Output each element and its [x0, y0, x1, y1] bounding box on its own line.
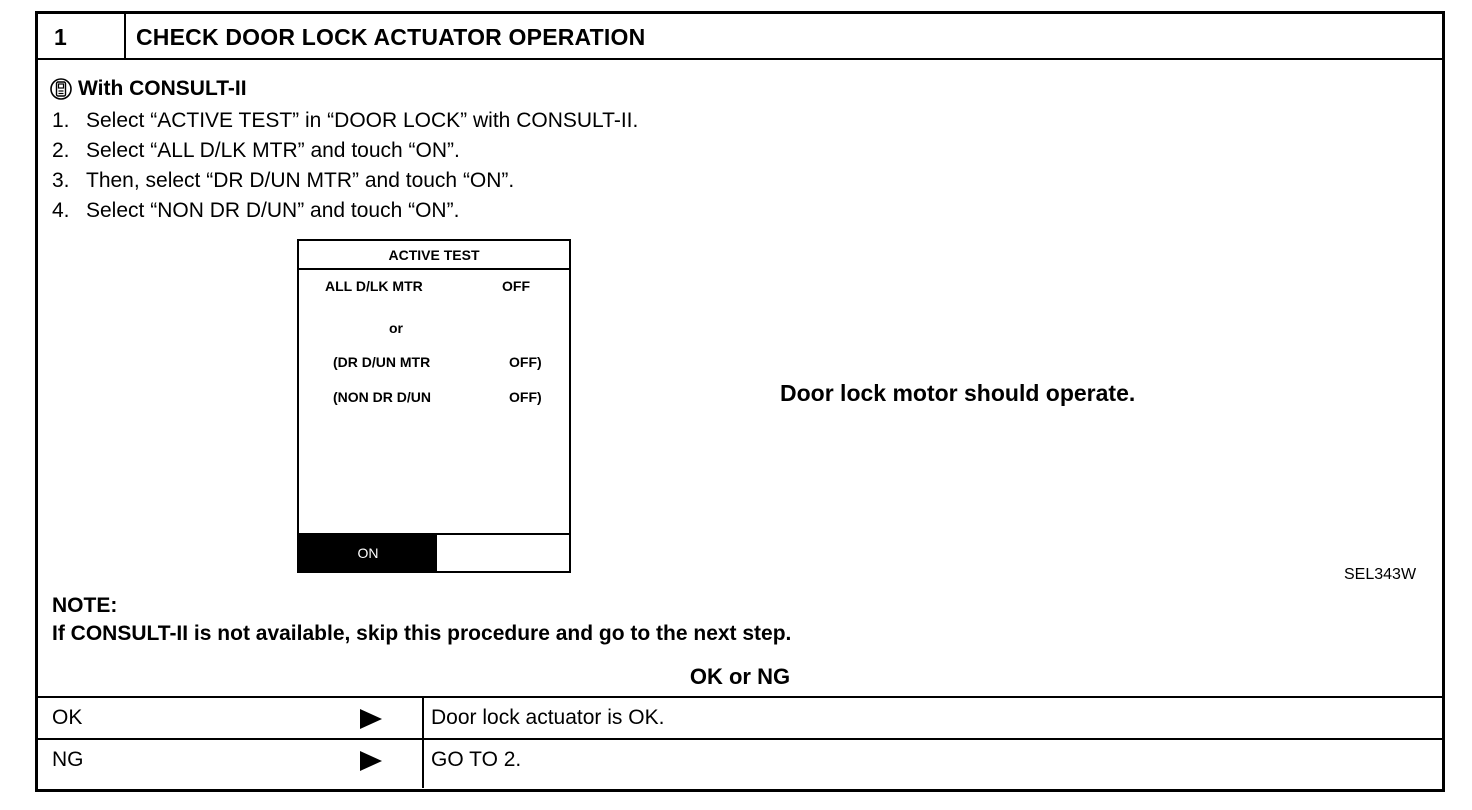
- procedure-table: 1 CHECK DOOR LOCK ACTUATOR OPERATION Wit…: [35, 11, 1445, 792]
- all-dlk-mtr-value: OFF: [502, 278, 530, 294]
- active-test-screen: ACTIVE TEST ALL D/LK MTR OFF or (DR D/UN…: [297, 239, 571, 573]
- screen-title: ACTIVE TEST: [299, 241, 569, 270]
- expected-result: Door lock motor should operate.: [780, 380, 1136, 406]
- list-item: 2.Select “ALL D/LK MTR” and touch “ON”.: [52, 139, 460, 162]
- consult-tool-icon: [50, 78, 72, 100]
- arrow-right-icon: [360, 709, 382, 729]
- consult-label: With CONSULT-II: [78, 77, 247, 100]
- dr-dun-mtr-label: (DR D/UN MTR: [333, 354, 431, 370]
- result-row-ng: NG GO TO 2.: [38, 738, 1442, 788]
- note-label: NOTE:: [52, 594, 118, 617]
- result-row-ok: OK Door lock actuator is OK.: [38, 696, 1442, 738]
- result-label: OK: [52, 706, 83, 729]
- screen-button-bar: ON: [299, 533, 569, 571]
- result-text: Door lock actuator is OK.: [431, 706, 665, 729]
- arrow-right-icon: [360, 751, 382, 771]
- column-divider: [422, 740, 424, 788]
- list-item: 3.Then, select “DR D/UN MTR” and touch “…: [52, 169, 515, 192]
- note-text: If CONSULT-II is not available, skip thi…: [52, 622, 792, 645]
- on-button: ON: [299, 535, 437, 571]
- step-list: 1.Select “ACTIVE TEST” in “DOOR LOCK” wi…: [52, 106, 638, 226]
- ok-ng-heading: OK or NG: [689, 664, 791, 689]
- step-number: 1: [38, 14, 126, 58]
- step-header: 1 CHECK DOOR LOCK ACTUATOR OPERATION: [38, 14, 1442, 60]
- or-label: or: [389, 320, 403, 336]
- column-divider: [422, 698, 424, 738]
- non-dr-dun-label: (NON DR D/UN: [333, 389, 431, 405]
- result-text: GO TO 2.: [431, 748, 522, 771]
- dr-dun-mtr-value: OFF): [509, 354, 542, 370]
- list-item: 4.Select “NON DR D/UN” and touch “ON”.: [52, 199, 460, 222]
- non-dr-dun-value: OFF): [509, 389, 542, 405]
- all-dlk-mtr-label: ALL D/LK MTR: [325, 278, 423, 294]
- result-label: NG: [52, 748, 84, 771]
- consult-heading: With CONSULT-II: [50, 74, 247, 104]
- step-title: CHECK DOOR LOCK ACTUATOR OPERATION: [136, 24, 646, 50]
- list-item: 1.Select “ACTIVE TEST” in “DOOR LOCK” wi…: [52, 109, 639, 132]
- figure-code: SEL343W: [1344, 566, 1417, 583]
